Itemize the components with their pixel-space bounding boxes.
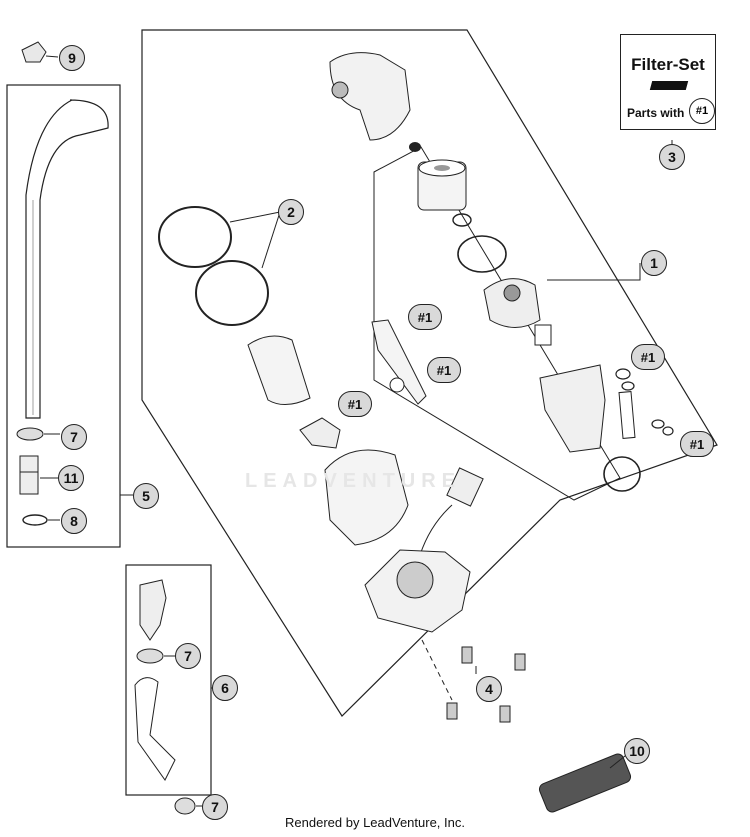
- pump-housing-cup: [324, 449, 409, 546]
- callout-2[interactable]: 2: [278, 199, 304, 225]
- quick-connector: [139, 579, 167, 641]
- ref-1-clip[interactable]: #1: [427, 357, 461, 383]
- callout-11[interactable]: 11: [58, 465, 84, 491]
- pump-o-ring-large: [603, 456, 641, 492]
- ref-1-o-rings[interactable]: #1: [631, 344, 665, 370]
- bottom-clamp: [174, 797, 196, 815]
- watermark: LEADVENTURE: [245, 470, 462, 492]
- label-plate: [538, 753, 632, 813]
- screw-4: [499, 705, 511, 723]
- o-ring-small: [22, 514, 48, 526]
- callout-7-drain[interactable]: 7: [175, 643, 201, 669]
- fuel-hose: [25, 99, 109, 419]
- pump-sleeve: [247, 335, 311, 405]
- callout-3[interactable]: 3: [659, 144, 685, 170]
- retaining-ring: [299, 417, 341, 449]
- fuel-pump-motor: [539, 364, 606, 453]
- hose-connector: [19, 455, 39, 495]
- filter-set-box: Filter-Set Parts with #1: [620, 34, 716, 130]
- screw-3: [446, 702, 458, 720]
- ktm-logo: [649, 81, 689, 90]
- ref-1-ring[interactable]: #1: [338, 391, 372, 417]
- pressure-regulator: [483, 278, 541, 328]
- ref-1-small-rings[interactable]: #1: [680, 431, 714, 457]
- small-clip: [389, 377, 405, 393]
- filter-seal: [457, 235, 507, 273]
- hose-clamp: [16, 427, 44, 441]
- drain-hose: [134, 677, 176, 781]
- filter-set-title: Filter-Set: [631, 55, 705, 74]
- hose-group-box: [6, 84, 121, 548]
- pump-pin: [618, 391, 636, 439]
- callout-9[interactable]: 9: [59, 45, 85, 71]
- screw-2: [514, 653, 526, 671]
- screw-1: [461, 646, 473, 664]
- callout-5[interactable]: 5: [133, 483, 159, 509]
- small-tube: [534, 324, 552, 346]
- drain-group-box: [125, 564, 212, 796]
- tank-gasket-2: [195, 260, 269, 326]
- callout-10[interactable]: 10: [624, 738, 650, 764]
- callout-6[interactable]: 6: [212, 675, 238, 701]
- parts-ref-badge: #1: [689, 98, 715, 124]
- parts-with-label: Parts with: [627, 106, 685, 120]
- callout-8[interactable]: 8: [61, 508, 87, 534]
- tank-gasket-1: [158, 206, 232, 268]
- small-seal: [409, 142, 421, 152]
- filter-o-ring: [452, 213, 472, 227]
- drain-clamp: [136, 648, 164, 664]
- ref-1-bracket[interactable]: #1: [408, 304, 442, 330]
- callout-7-hose[interactable]: 7: [61, 424, 87, 450]
- clip-part: [21, 41, 47, 63]
- assembly-frame: [141, 29, 718, 717]
- callout-7-bottom[interactable]: 7: [202, 794, 228, 820]
- callout-1[interactable]: 1: [641, 250, 667, 276]
- footer-credit: Rendered by LeadVenture, Inc.: [285, 815, 465, 830]
- electrical-plug: [446, 467, 484, 507]
- callout-4[interactable]: 4: [476, 676, 502, 702]
- filter-bracket: [371, 319, 427, 405]
